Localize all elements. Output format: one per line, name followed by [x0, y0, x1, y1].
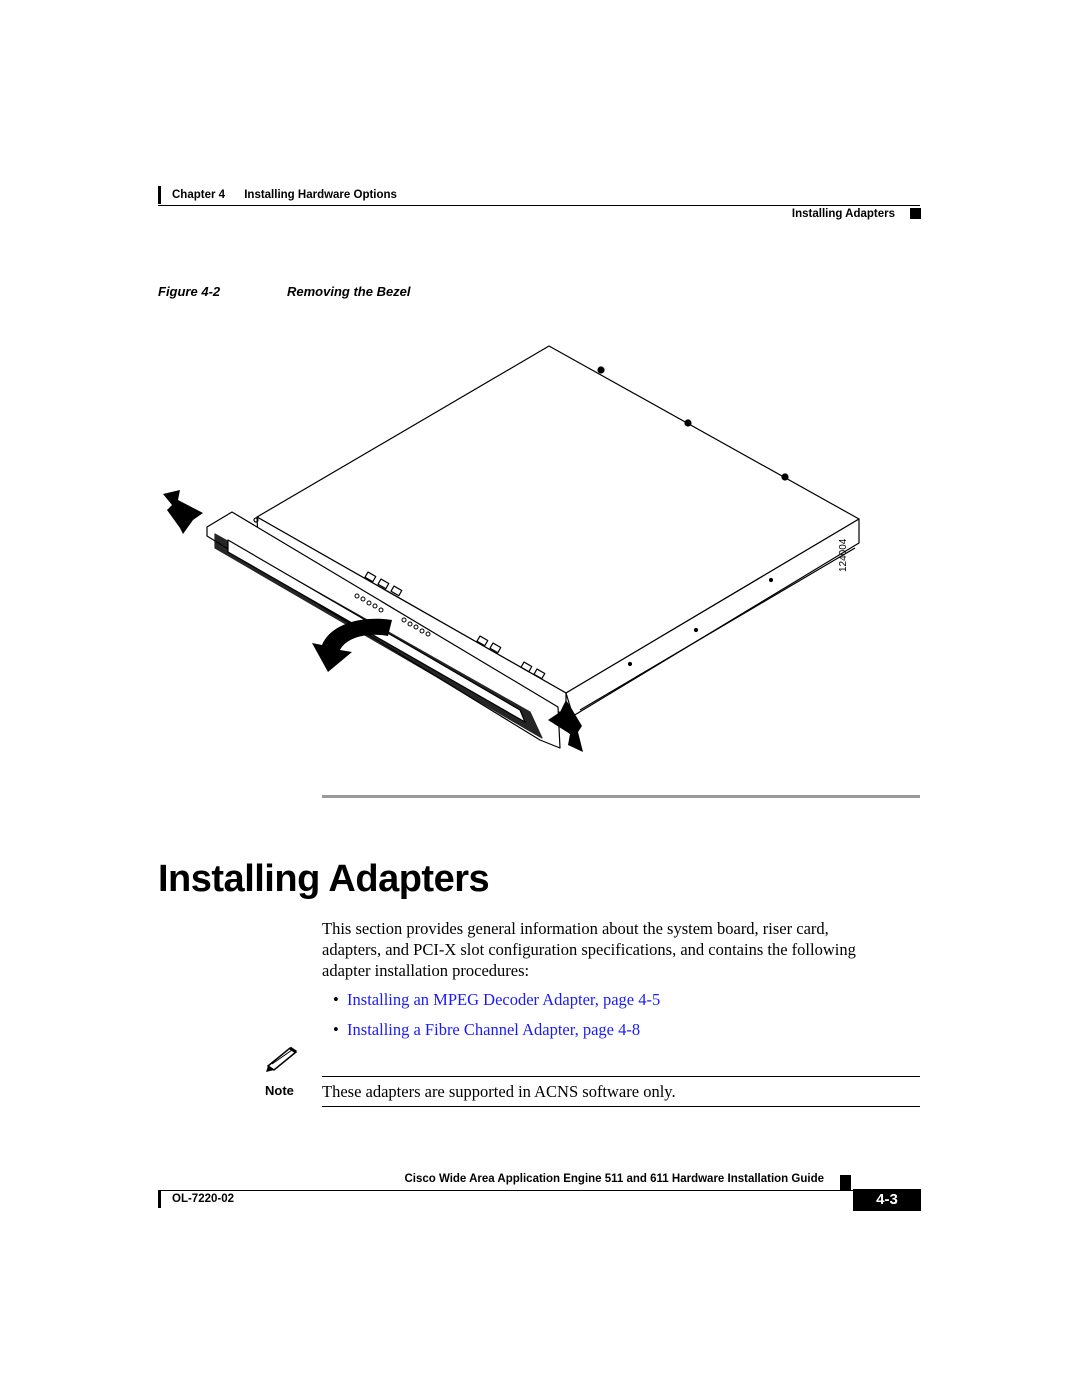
push-arrow-right — [548, 700, 583, 752]
header-rule — [158, 205, 920, 206]
header-square-marker — [910, 208, 921, 219]
fibre-channel-link[interactable]: Installing a Fibre Channel Adapter, page… — [347, 1020, 641, 1039]
mpeg-decoder-link[interactable]: Installing an MPEG Decoder Adapter, page… — [347, 990, 661, 1009]
list-item: • Installing an MPEG Decoder Adapter, pa… — [333, 990, 661, 1009]
page-number: 4-3 — [853, 1189, 921, 1211]
footer-guide-title: Cisco Wide Area Application Engine 511 a… — [404, 1173, 824, 1185]
bezel-removal-illustration — [163, 345, 860, 752]
push-arrow-left — [163, 490, 203, 534]
footer-rule — [158, 1190, 920, 1191]
note-top-rule — [322, 1076, 920, 1077]
rotation-arrow — [312, 618, 392, 672]
figure-separator — [322, 795, 920, 798]
footer-doc-number: OL-7220-02 — [172, 1193, 235, 1205]
header-section: Installing Adapters — [791, 208, 895, 220]
note-label: Note — [265, 1083, 294, 1098]
list-item: • Installing a Fibre Channel Adapter, pa… — [333, 1020, 641, 1039]
pencil-icon — [266, 1046, 298, 1072]
header-chapter: Chapter 4 Installing Hardware Options — [172, 189, 397, 201]
figure-title: Removing the Bezel — [287, 284, 411, 299]
note-bottom-rule — [322, 1106, 920, 1107]
figure-label: Figure 4-2 — [158, 284, 221, 299]
section-title: Installing Adapters — [158, 858, 490, 900]
figure-id-code: 124004 — [838, 538, 849, 572]
footer-square-marker — [840, 1175, 851, 1191]
intro-paragraph: This section provides general informatio… — [322, 919, 856, 980]
footer-left-bar — [158, 1190, 161, 1208]
note-text: These adapters are supported in ACNS sof… — [322, 1082, 676, 1101]
header-chapter-title: Installing Hardware Options — [244, 189, 397, 201]
header-left-bar — [158, 186, 161, 204]
